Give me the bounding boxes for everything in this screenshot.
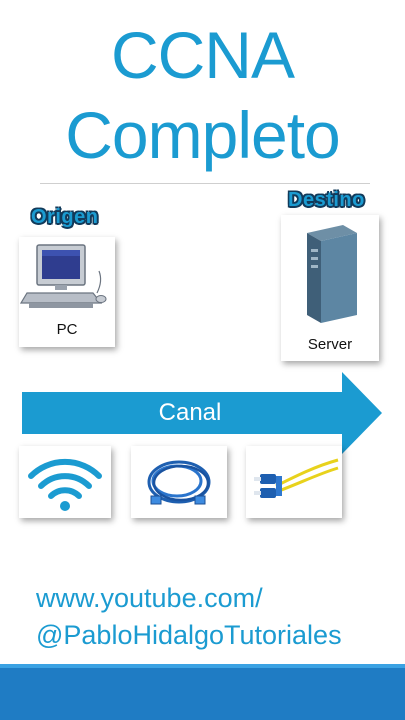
fiber-optic-cable-icon xyxy=(254,458,339,498)
fiber-optic-cable-card xyxy=(246,446,342,518)
ethernet-cable-icon xyxy=(147,460,211,505)
title-line-1: CCNA xyxy=(110,18,295,92)
server-caption: Server xyxy=(307,336,353,353)
wifi-card xyxy=(19,446,111,518)
title-line-2: Completo xyxy=(65,98,340,172)
wifi-icon xyxy=(28,458,102,511)
channel-arrow xyxy=(22,372,382,454)
ethernet-cable-card xyxy=(131,446,227,518)
server-icon xyxy=(307,225,357,323)
server-card: Server xyxy=(281,215,379,361)
divider xyxy=(40,183,370,184)
pc-caption: PC xyxy=(56,321,78,338)
destination-label: Destino xyxy=(288,189,365,211)
youtube-url-line-2: @PabloHidalgoTutoriales xyxy=(36,620,342,650)
pc-icon xyxy=(19,244,107,308)
origin-label: Origen xyxy=(31,206,99,228)
bottom-band xyxy=(0,664,405,720)
youtube-url-line-1: www.youtube.com/ xyxy=(36,583,263,613)
pc-card: PC xyxy=(19,237,115,347)
channel-label: Canal xyxy=(158,399,222,426)
